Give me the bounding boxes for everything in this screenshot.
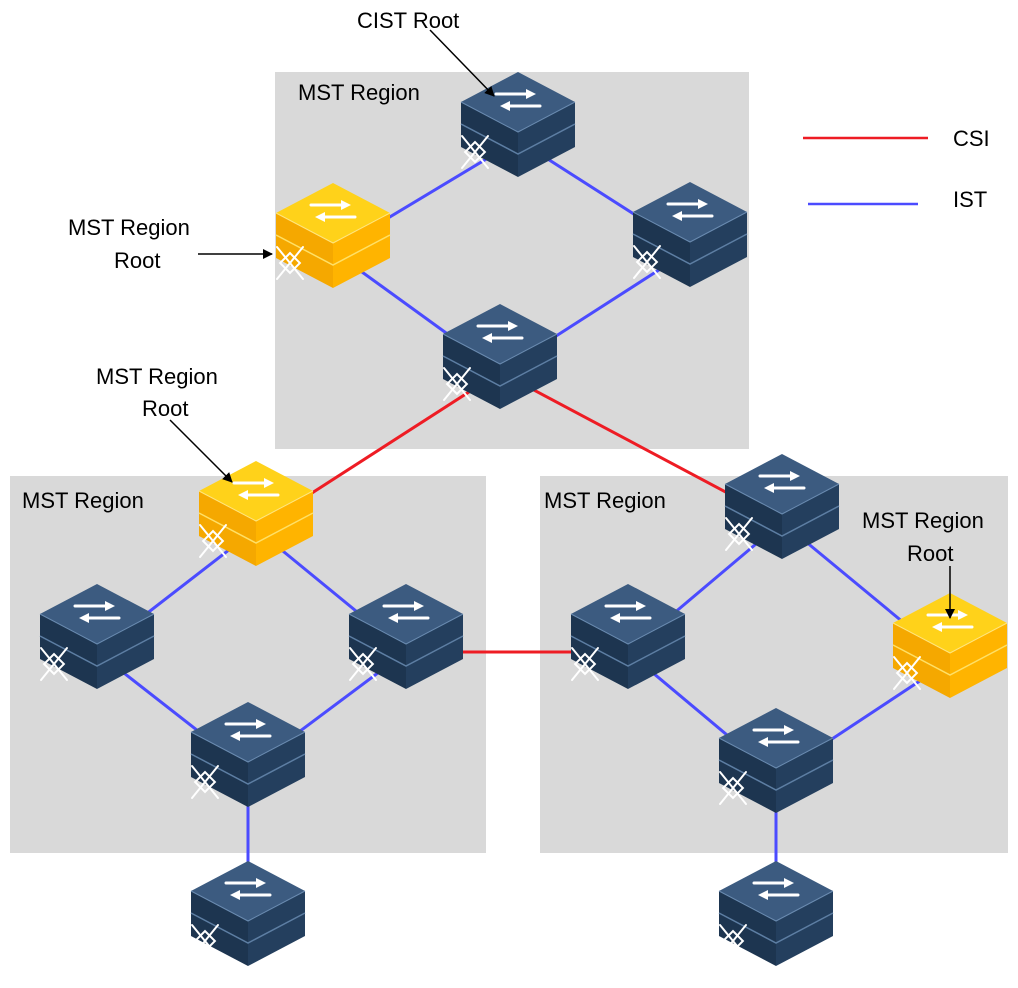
left-region-root-arrow — [169, 419, 233, 483]
left-region-root-label-line1: MST Region — [96, 364, 218, 389]
annotations: CIST Root MST Region Root MST Region Roo… — [68, 8, 984, 619]
left-region-root-label-line2: Root — [142, 396, 188, 421]
right-region-root-label-line1: MST Region — [862, 508, 984, 533]
region-label-right: MST Region — [544, 488, 666, 513]
legend-ist-label: IST — [953, 187, 987, 212]
legend-csi-label: CSI — [953, 126, 990, 151]
switch-icon-right-ext — [719, 861, 833, 966]
legend: CSI IST — [803, 126, 990, 212]
region-label-left: MST Region — [22, 488, 144, 513]
right-region-root-label-line2: Root — [907, 541, 953, 566]
regions-layer: MST Region MST Region MST Region — [10, 72, 1008, 853]
cist-root-arrow — [429, 29, 495, 97]
top-region-root-label-line1: MST Region — [68, 215, 190, 240]
top-region-root-label-line2: Root — [114, 248, 160, 273]
cist-root-label: CIST Root — [357, 8, 459, 33]
region-label-top: MST Region — [298, 80, 420, 105]
switch-icon-left-ext — [191, 861, 305, 966]
